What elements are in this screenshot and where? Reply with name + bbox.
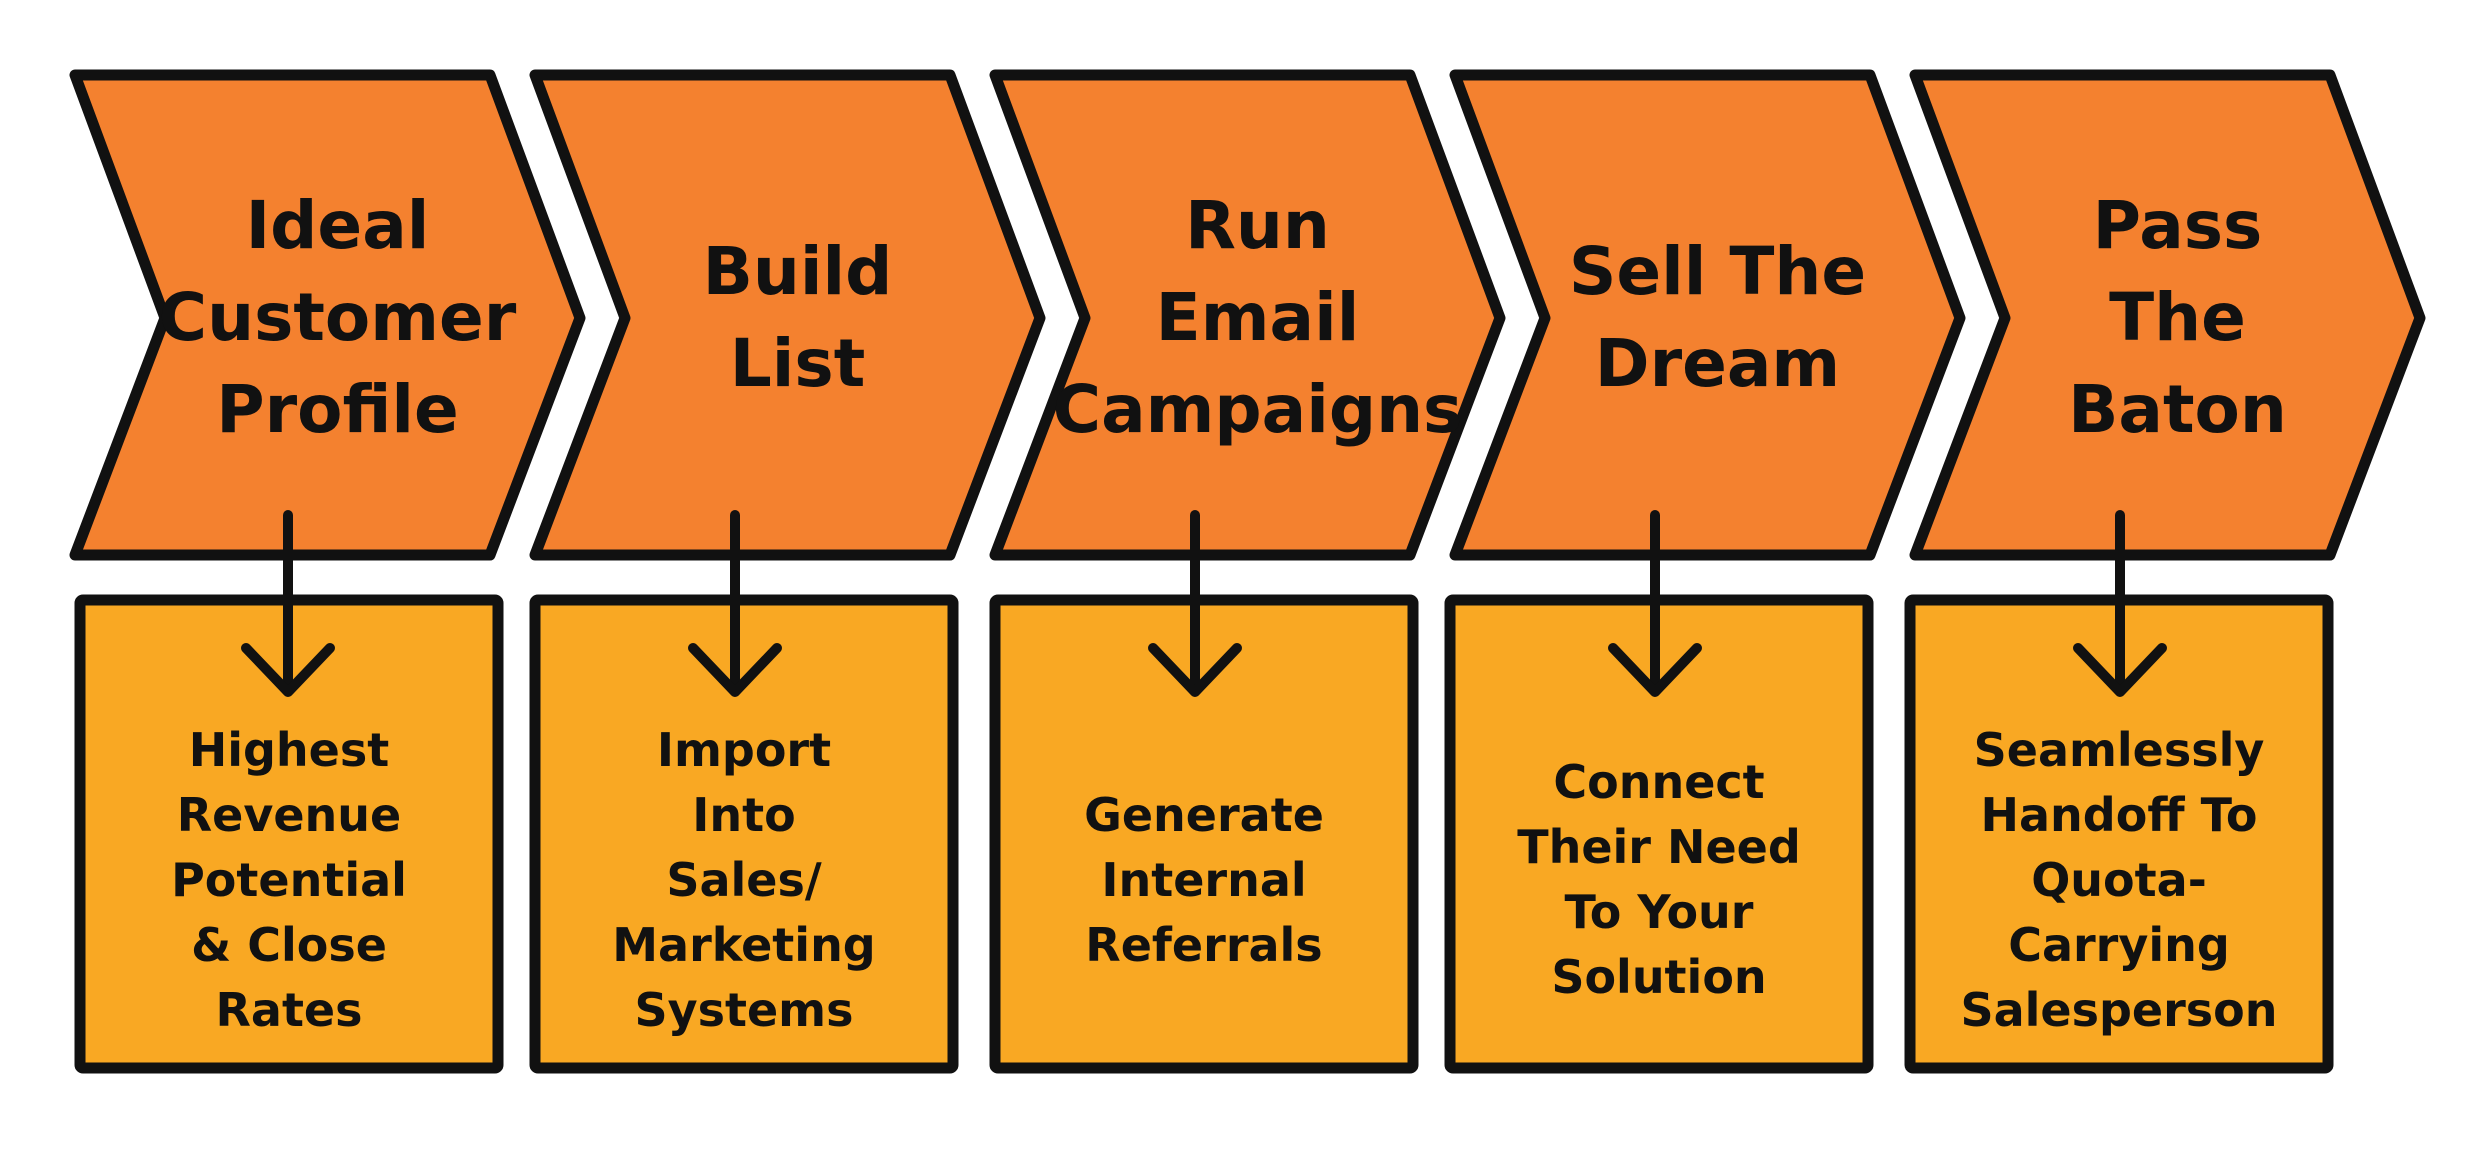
step-detail-line: Referrals	[1085, 917, 1323, 972]
arrow-head-icon	[241, 643, 335, 697]
step-title-line: Sell The	[1568, 233, 1867, 310]
step-title-line: Customer	[158, 279, 517, 356]
step-detail-line: Systems	[634, 982, 854, 1037]
step-detail-line: Generate	[1084, 787, 1324, 842]
step-detail-line: Quota-	[2031, 852, 2207, 907]
step-detail-line: Import	[656, 722, 832, 777]
arrow-head-icon	[2073, 643, 2167, 697]
step-title-line: Build	[702, 233, 893, 310]
step-title-line: Baton	[2068, 371, 2287, 448]
step-detail-line: Internal	[1101, 852, 1307, 907]
chevron-step-3	[989, 69, 1506, 561]
step-detail-line: Revenue	[176, 787, 402, 842]
detail-box-2	[529, 594, 959, 1074]
step-detail-line: Handoff To	[1980, 787, 2258, 842]
step-title-line: Ideal	[245, 187, 430, 264]
step-detail-line: Solution	[1551, 950, 1767, 1004]
step-detail-line: Rates	[215, 982, 363, 1037]
step-title-line: Campaigns	[1052, 371, 1463, 448]
step-detail-line: Into	[692, 787, 796, 842]
step-detail-line: To Your	[1564, 885, 1754, 939]
step-detail-line: Marketing	[612, 917, 876, 972]
detail-box-3	[989, 594, 1419, 1074]
chevron-step-2	[529, 69, 1046, 561]
step-detail-line: Carrying	[2008, 917, 2230, 972]
arrow-head-icon	[1148, 643, 1242, 697]
step-detail-line: Their Need	[1517, 820, 1801, 874]
step-title-line: Dream	[1594, 325, 1841, 402]
step-detail-line: Potential	[171, 852, 407, 907]
step-detail-line: & Close	[191, 917, 387, 972]
step-detail-line: Seamlessly	[1973, 722, 2265, 777]
chevron-step-5	[1909, 69, 2426, 561]
step-title-line: Run	[1185, 187, 1330, 264]
step-detail-line: Highest	[188, 722, 390, 777]
arrow-head-icon	[688, 643, 782, 697]
step-title-line: Email	[1155, 279, 1360, 356]
step-detail-line: Sales/	[666, 852, 822, 907]
step-detail-line: Connect	[1553, 755, 1765, 809]
arrow-head-icon	[1608, 643, 1702, 697]
chevron-step-1	[69, 69, 586, 561]
step-title-line: Profile	[216, 371, 459, 448]
step-title-line: The	[2109, 279, 2246, 356]
chevron-step-4	[1449, 69, 1966, 561]
step-title-line: Pass	[2092, 187, 2263, 264]
step-detail-line: Salesperson	[1960, 982, 2278, 1037]
step-title-line: List	[729, 325, 866, 402]
